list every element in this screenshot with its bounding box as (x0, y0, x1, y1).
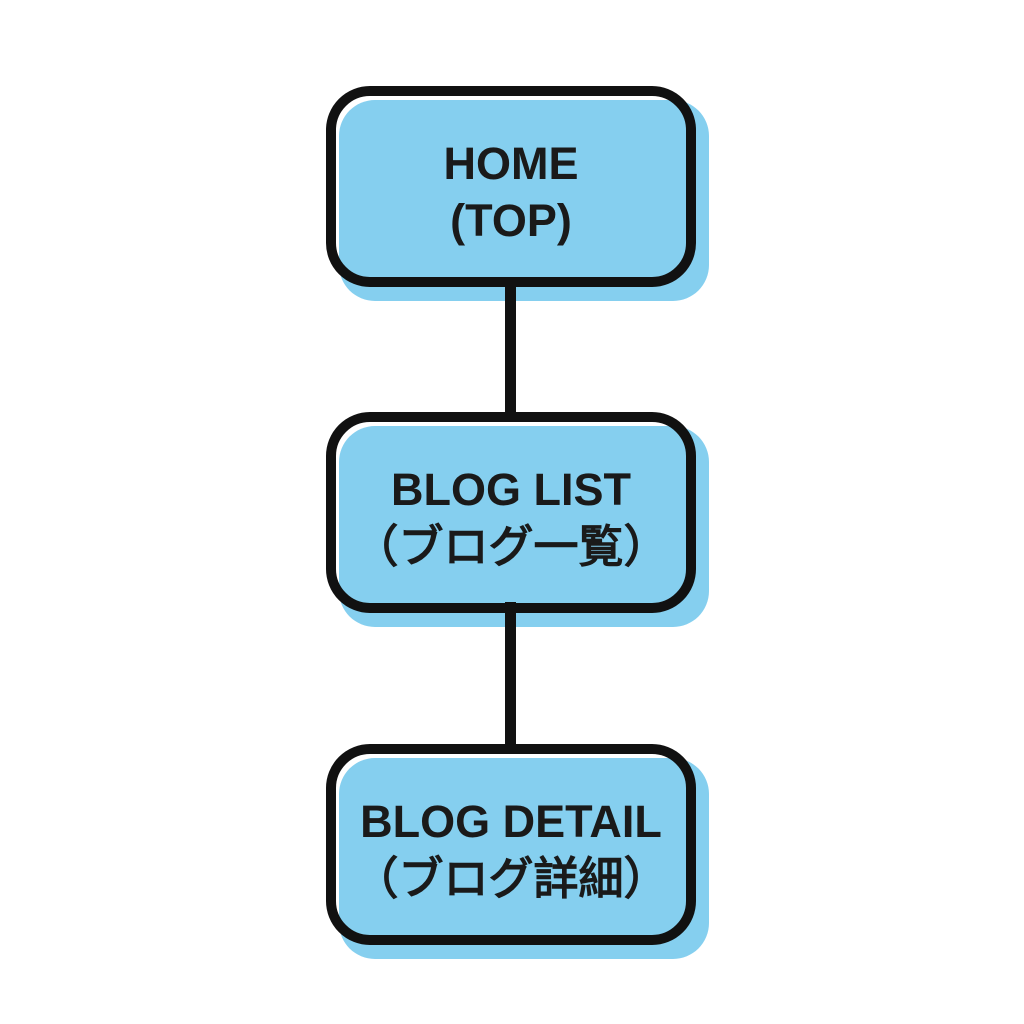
node-blog-list-label: BLOG LIST （ブログ一覧） (326, 412, 696, 613)
node-home-subtitle: (TOP) (450, 194, 572, 246)
node-home-outline (326, 86, 696, 287)
node-blog-list: BLOG LIST （ブログ一覧） (326, 412, 709, 627)
node-blog-detail-title: BLOG DETAIL (360, 795, 662, 847)
node-home-fill (339, 100, 709, 301)
node-blog-detail-subtitle: （ブログ詳細） (353, 852, 669, 904)
connector-home-to-blog-list (505, 280, 516, 422)
node-blog-list-fill (339, 426, 709, 627)
node-home-label: HOME (TOP) (326, 86, 696, 287)
node-blog-detail-outline (326, 744, 696, 945)
connector-blog-list-to-blog-detail (505, 602, 516, 754)
node-home: HOME (TOP) (326, 86, 709, 301)
node-blog-list-outline (326, 412, 696, 613)
node-home-title: HOME (443, 137, 579, 189)
node-blog-list-subtitle: （ブログ一覧） (353, 520, 669, 572)
node-blog-detail-label: BLOG DETAIL （ブログ詳細） (326, 744, 696, 945)
node-blog-list-title: BLOG LIST (391, 463, 631, 515)
node-blog-detail-fill (339, 758, 709, 959)
node-blog-detail: BLOG DETAIL （ブログ詳細） (326, 744, 709, 959)
